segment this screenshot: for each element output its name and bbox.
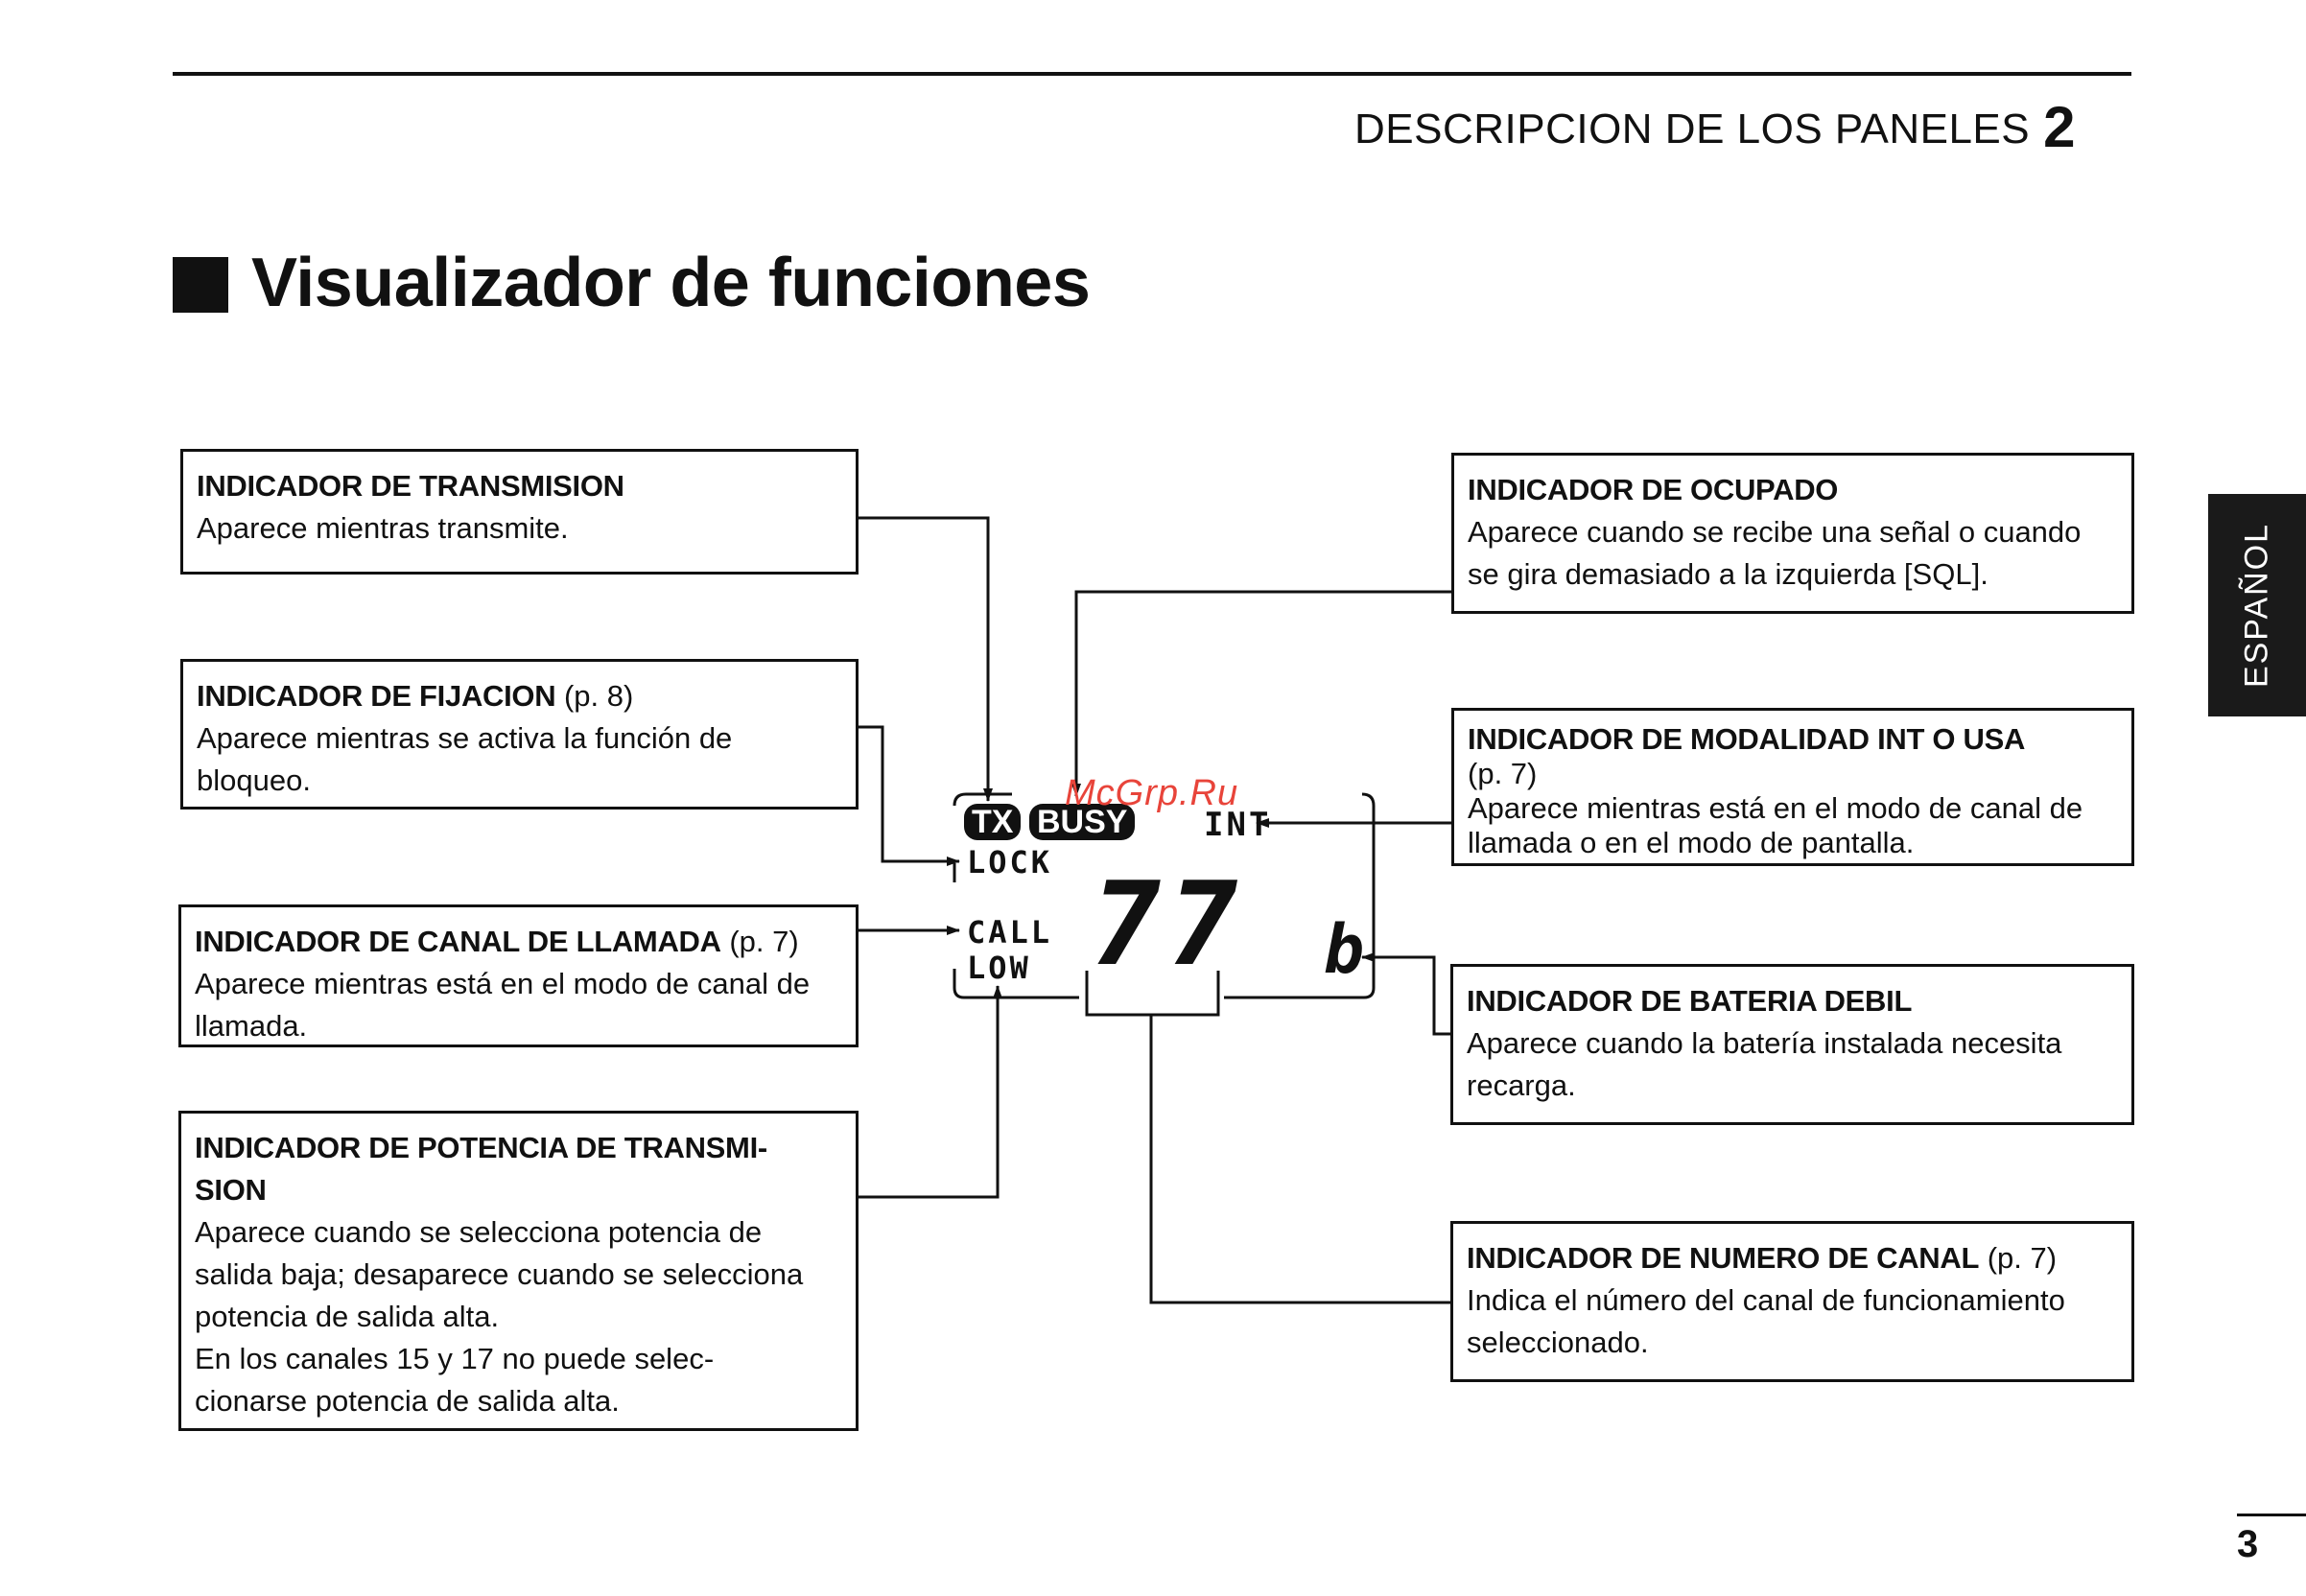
callout-text: cionarse potencia de salida alta. [195, 1384, 620, 1418]
call-indicator: CALL [967, 914, 1053, 951]
callout-title: INDICADOR DE OCUPADO [1468, 473, 1839, 506]
callout-text: Aparece mientras está en el modo de cana… [1468, 791, 2083, 825]
section-title: DESCRIPCION DE LOS PANELES 2 [1354, 94, 2076, 160]
callout-text: potencia de salida alta. [195, 1300, 500, 1333]
callout-text: salida baja; desaparece cuando se selecc… [195, 1257, 804, 1291]
callout-text: Aparece mientras transmite. [197, 511, 569, 545]
callout-text: En los canales 15 y 17 no puede selec- [195, 1342, 715, 1375]
callout-title: INDICADOR DE TRANSMISION [197, 469, 624, 503]
callout-text: bloqueo. [197, 763, 311, 797]
callout-modalidad: INDICADOR DE MODALIDAD INT O USA (p. 7) … [1451, 708, 2134, 866]
callout-text: se gira demasiado a la izquierda [SQL]. [1468, 557, 1988, 591]
callout-title: INDICADOR DE BATERIA DEBIL [1467, 984, 1913, 1018]
tx-indicator: TX [964, 804, 1022, 840]
callout-title: INDICADOR DE CANAL DE LLAMADA [195, 925, 721, 958]
low-indicator: LOW [967, 950, 1031, 986]
battery-connector [1361, 952, 1453, 1036]
callout-title: INDICADOR DE NUMERO DE CANAL [1467, 1241, 1980, 1275]
heading-bullet [173, 257, 228, 313]
callout-title-cont: SION [195, 1173, 267, 1207]
callout-canal-llamada: INDICADOR DE CANAL DE LLAMADA (p. 7) Apa… [178, 904, 859, 1047]
callout-fijacion: INDICADOR DE FIJACION (p. 8) Aparece mie… [180, 659, 859, 810]
callout-numero-canal: INDICADOR DE NUMERO DE CANAL (p. 7) Indi… [1450, 1221, 2134, 1382]
channel-number-display: 77 [1092, 858, 1246, 992]
section-title-text: DESCRIPCION DE LOS PANELES [1353, 106, 2031, 153]
int-indicator: INT [1204, 806, 1272, 844]
callout-bateria: INDICADOR DE BATERIA DEBIL Aparece cuand… [1450, 964, 2134, 1125]
callout-text: Aparece mientras está en el modo de cana… [195, 967, 811, 1000]
callout-title: INDICADOR DE FIJACION [197, 679, 556, 713]
channel-connector [1149, 1015, 1451, 1304]
page-heading: Visualizador de funciones [251, 245, 1091, 321]
callout-text: Aparece mientras se activa la función de [197, 721, 733, 755]
page-number: 3 [2237, 1523, 2259, 1565]
callout-ref: (p. 7) [729, 925, 799, 958]
lock-indicator: LOCK [967, 844, 1053, 880]
language-tab: ESPAÑOL [2208, 494, 2306, 716]
callout-text: seleccionado. [1467, 1326, 1649, 1359]
header-rule [173, 72, 2131, 76]
callout-ref: (p. 7) [1987, 1241, 2058, 1275]
callout-ref: (p. 7) [1468, 757, 1538, 790]
callout-transmision: INDICADOR DE TRANSMISION Aparece mientra… [180, 449, 859, 575]
busy-indicator: BUSY [1029, 804, 1136, 840]
section-number: 2 [2043, 95, 2076, 159]
callout-text: Aparece cuando se recibe una señal o cua… [1468, 515, 2082, 549]
callout-title: INDICADOR DE MODALIDAD INT O USA [1468, 722, 2026, 756]
low-connector [857, 985, 1002, 1199]
callout-text: Aparece cuando se selecciona potencia de [195, 1215, 763, 1249]
callout-text: Aparece cuando la batería instalada nece… [1467, 1026, 2062, 1060]
callout-text: llamada. [195, 1009, 308, 1043]
battery-indicator: b [1324, 910, 1368, 989]
busy-connector [1071, 590, 1453, 797]
callout-text: llamada o en el modo de pantalla. [1468, 826, 1915, 859]
callout-text: Indica el número del canal de funcionami… [1467, 1283, 2065, 1317]
callout-potencia: INDICADOR DE POTENCIA DE TRANSMI- SION A… [178, 1111, 859, 1431]
callout-title: INDICADOR DE POTENCIA DE TRANSMI- [195, 1131, 767, 1164]
callout-ref: (p. 8) [563, 679, 634, 713]
footer-rule [2237, 1514, 2306, 1516]
callout-text: recarga. [1467, 1068, 1576, 1102]
watermark: McGrp.Ru [1065, 773, 1239, 813]
tx-connector [857, 516, 993, 802]
lock-connector [857, 725, 960, 866]
callout-ocupado: INDICADOR DE OCUPADO Aparece cuando se r… [1451, 453, 2134, 614]
